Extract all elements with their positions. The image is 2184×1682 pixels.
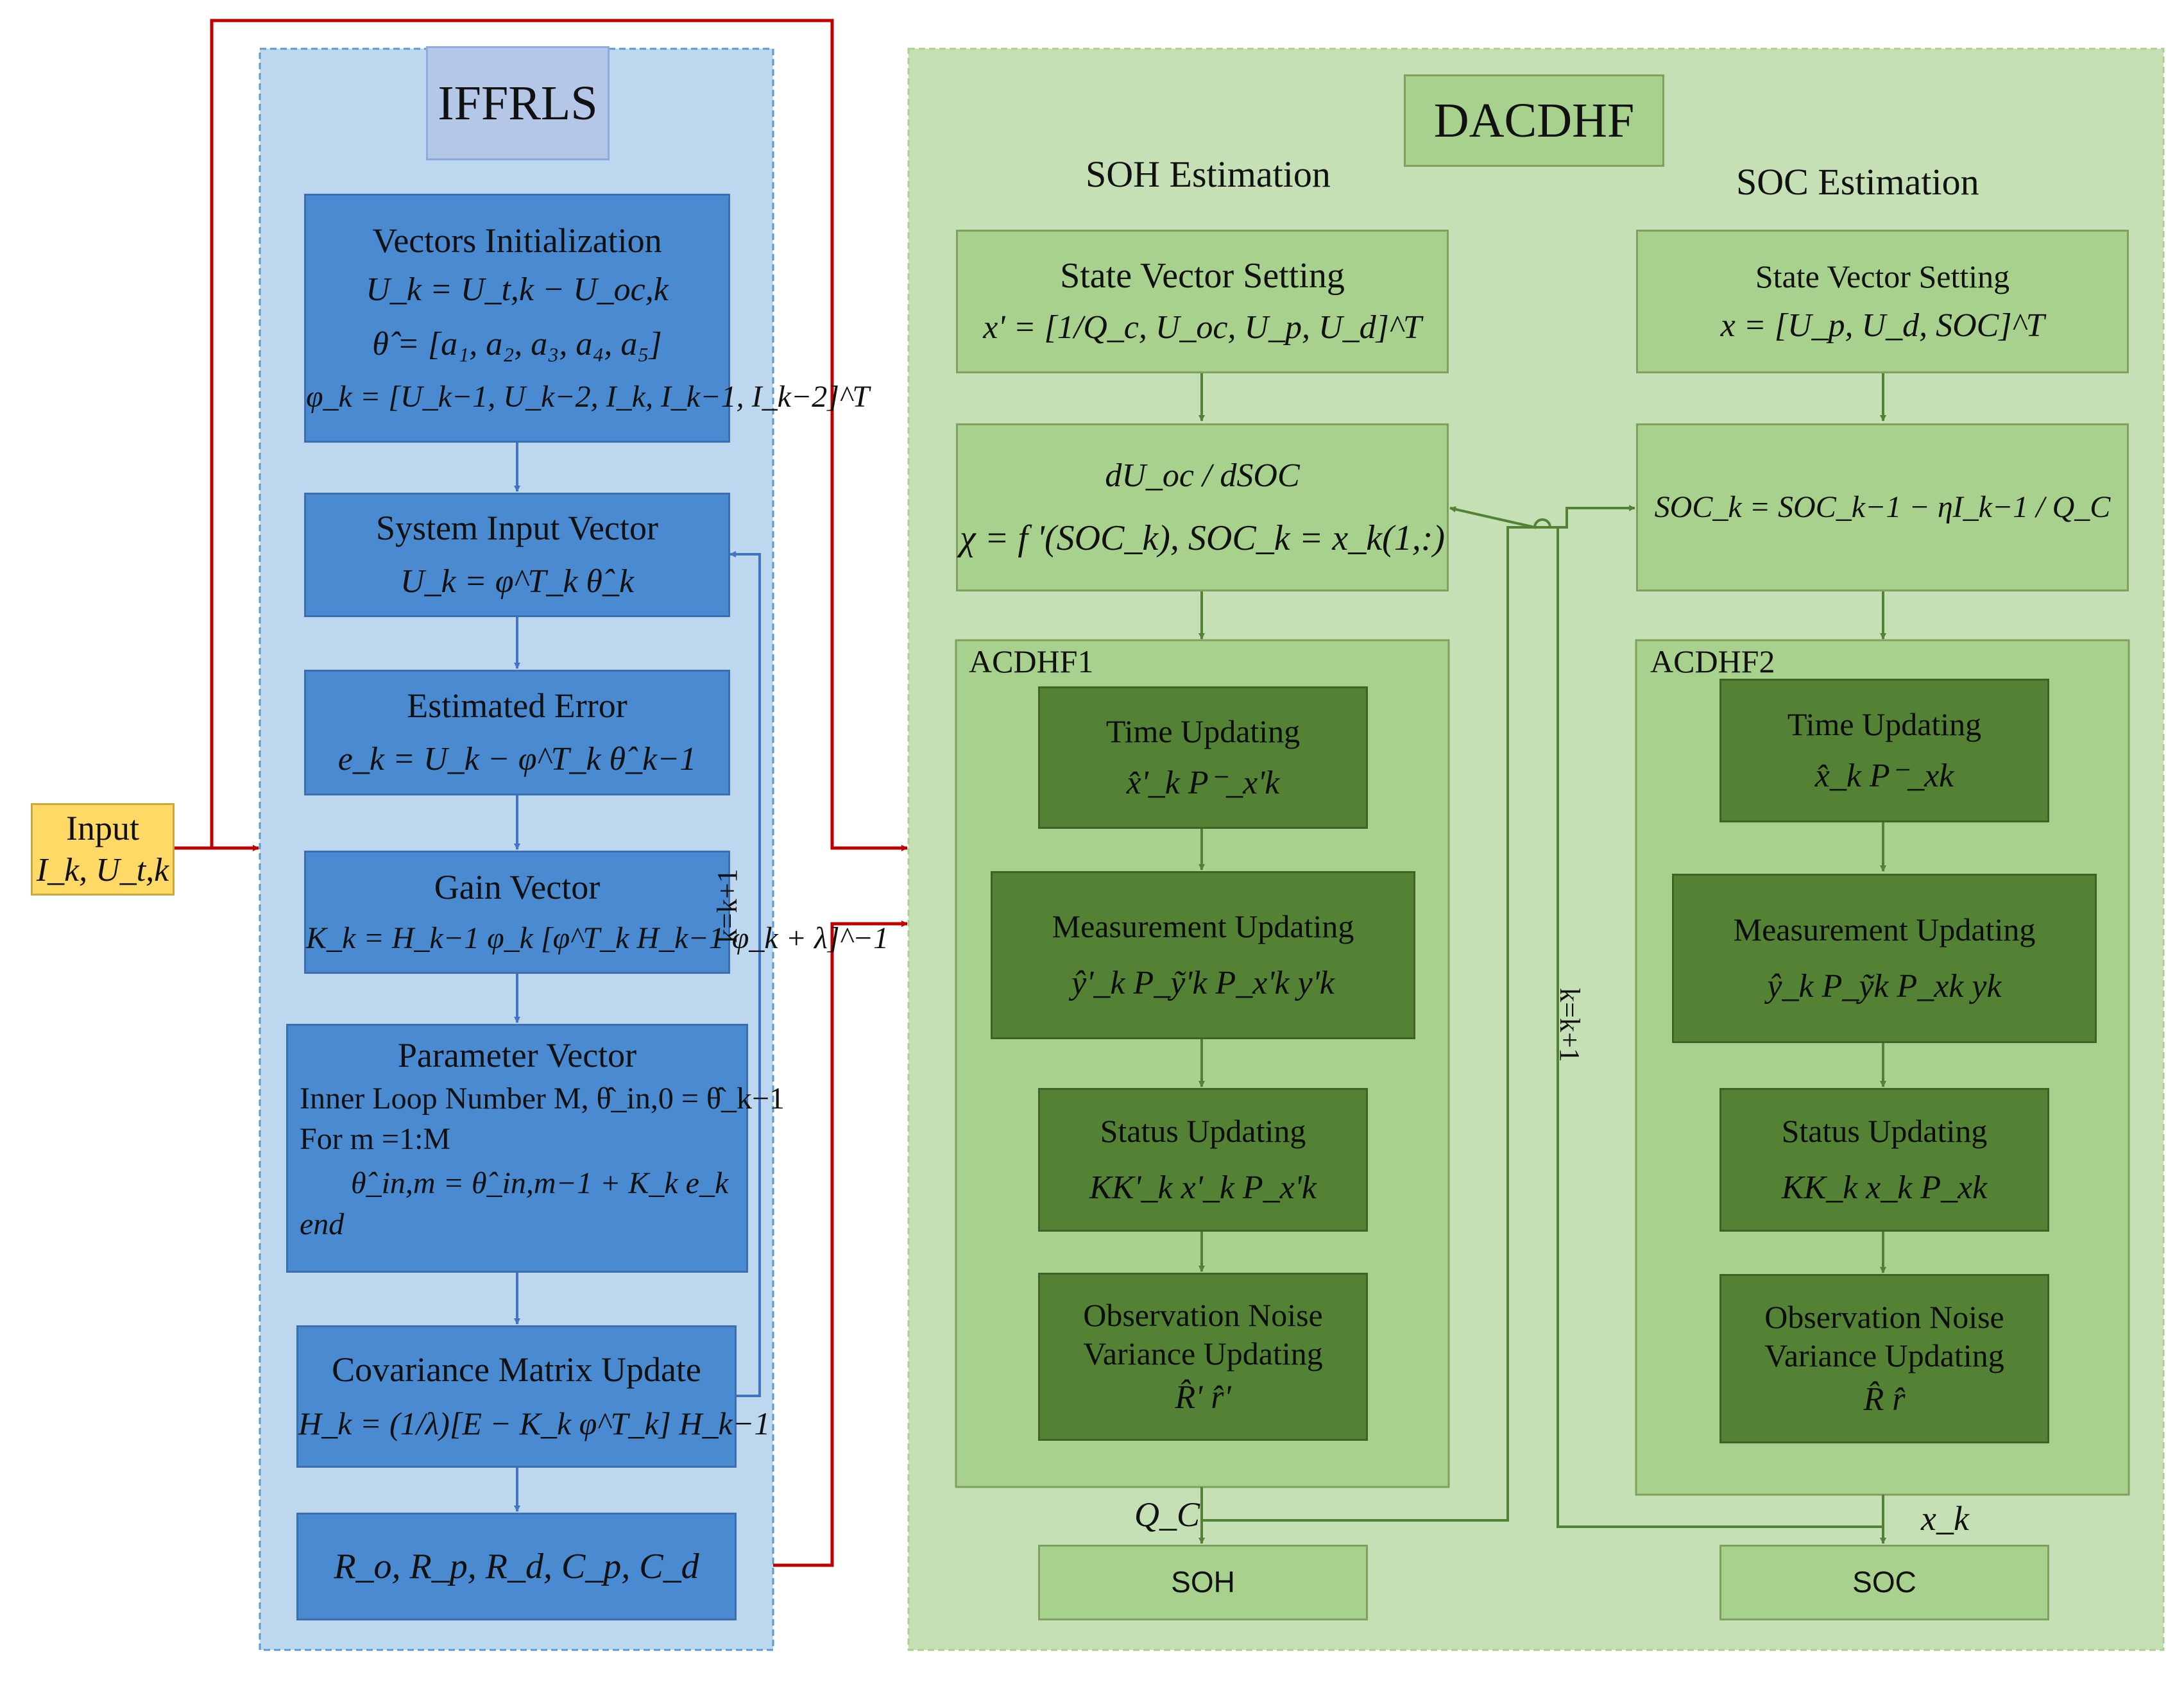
iffrls-loop-label: k=k+1 [712,869,743,943]
soh-meas-title: Measurement Updating [1052,908,1354,944]
vectors-init-title: Vectors Initialization [372,221,662,260]
soc-noise-f1: R̂ r̂ [1863,1380,1906,1418]
soh-status-title: Status Updating [1100,1112,1306,1149]
arrow-params-to-dacdhf [773,921,908,1567]
soh-deriv-f1: dU_oc / dSOC [1105,457,1300,494]
soh-status-box: Status Updating KK'_k x'_k P_x'k [1038,1088,1368,1232]
system-input-title: System Input Vector [376,509,658,548]
soh-deriv-f2: χ = f '(SOC_k), SOC_k = x_k(1,:) [960,518,1445,558]
arrow-input-to-dacdhf [210,19,908,851]
vectors-init-box: Vectors Initialization U_k = U_t,k − U_o… [304,194,869,443]
soh-out-label: Q_C [1134,1495,1200,1534]
input-box: Input I_k, U_t,k [31,803,175,896]
params-output-box: R_o, R_p, R_d, C_p, C_d [296,1513,737,1620]
soh-status-f1: KK'_k x'_k P_x'k [1089,1169,1317,1206]
soh-output-label: SOH [1171,1565,1235,1599]
soh-state-f1: x' = [1/Q_c, U_oc, U_p, U_d]^T [983,309,1422,346]
param-l2: For m =1:M [300,1122,451,1157]
param-l3: θ̂_in,m = θ̂_in,m−1 + K_k e_k [351,1166,729,1200]
soc-heading: SOC Estimation [1736,161,1979,203]
dacdhf-loop-label: k=k+1 [1554,988,1585,1062]
soc-time-box: Time Updating x̂_k P⁻_xk [1719,679,2049,822]
soh-meas-box: Measurement Updating ŷ'_k P_ỹ'k P_x'k y'… [991,871,1415,1039]
soh-state-box: State Vector Setting x' = [1/Q_c, U_oc, … [956,230,1449,373]
soc-meas-f1: ŷ_k P_ỹk P_xk yk [1767,967,2002,1005]
system-input-box: System Input Vector U_k = φ^T_k θ̂_k [304,493,730,617]
soc-status-box: Status Updating KK_k x_k P_xk [1719,1088,2049,1232]
gain-title: Gain Vector [434,867,601,906]
soh-noise-title1: Observation Noise [1083,1296,1323,1333]
soh-output-box: SOH [1038,1545,1368,1620]
soh-noise-f1: R̂' r̂' [1175,1379,1231,1416]
soc-meas-box: Measurement Updating ŷ_k P_ỹk P_xk yk [1672,874,2097,1043]
soc-output-label: SOC [1852,1565,1916,1599]
soc-meas-title: Measurement Updating [1733,911,2036,947]
input-title: Input [66,809,139,848]
gain-f1: K_k = H_k−1 φ_k [φ^T_k H_k−1 φ_k + λ]^−1 [306,921,889,956]
cov-title: Covariance Matrix Update [332,1350,701,1389]
iffrls-title: IFFRLS [426,46,610,160]
soc-socf-box: SOC_k = SOC_k−1 − ηI_k−1 / Q_C [1636,423,2129,591]
gain-box: Gain Vector K_k = H_k−1 φ_k [φ^T_k H_k−1… [304,851,889,974]
soc-time-f1: x̂_k P⁻_xk [1814,757,1954,794]
soc-socf-f1: SOC_k = SOC_k−1 − ηI_k−1 / Q_C [1654,490,2111,524]
vectors-init-f3: φ_k = [U_k−1, U_k−2, I_k, I_k−1, I_k−2]^… [306,380,869,414]
soh-noise-title2: Variance Updating [1083,1335,1323,1372]
soc-out-label: x_k [1921,1499,1969,1538]
soh-state-title: State Vector Setting [1060,255,1345,296]
param-l1: Inner Loop Number M, θ̂_in,0 = θ̂_k−1 [300,1081,785,1116]
soh-meas-f1: ŷ'_k P_ỹ'k P_x'k y'k [1071,964,1335,1001]
soc-state-title: State Vector Setting [1755,258,2010,294]
iffrls-feedback-loop [729,551,761,1397]
soc-noise-title1: Observation Noise [1764,1298,2004,1335]
input-formula: I_k, U_t,k [36,851,169,888]
soc-noise-title2: Variance Updating [1764,1337,2004,1373]
soc-status-title: Status Updating [1781,1112,1988,1149]
param-box: Parameter Vector Inner Loop Number M, θ̂… [286,1024,785,1273]
soh-noise-box: Observation Noise Variance Updating R̂' … [1038,1273,1368,1441]
cov-f1: H_k = (1/λ)[E − K_k φ^T_k] H_k−1 [298,1406,771,1442]
soh-deriv-box: dU_oc / dSOC χ = f '(SOC_k), SOC_k = x_k… [956,423,1449,591]
est-error-f1: e_k = U_k − φ^T_k θ̂_k−1 [337,740,697,777]
params-output-f1: R_o, R_p, R_d, C_p, C_d [334,1547,699,1586]
param-title: Parameter Vector [397,1036,637,1075]
est-error-box: Estimated Error e_k = U_k − φ^T_k θ̂_k−1 [304,670,730,795]
dacdhf-title: DACDHF [1404,74,1664,167]
soh-time-title: Time Updating [1105,713,1301,749]
soc-state-f1: x = [U_p, U_d, SOC]^T [1720,307,2045,344]
vectors-init-f1: U_k = U_t,k − U_oc,k [366,271,669,309]
soc-noise-box: Observation Noise Variance Updating R̂ r… [1719,1274,2049,1443]
soc-status-f1: KK_k x_k P_xk [1781,1169,1988,1206]
soh-time-box: Time Updating x̂'_k P⁻_x'k [1038,686,1368,829]
vectors-init-f2: θ̂ = [a₁, a₂, a₃, a₄, a₅] [372,326,662,363]
acdhf1-title: ACDHF1 [969,643,1094,679]
arrow-qc-to-socf [1202,505,1635,1522]
system-input-f1: U_k = φ^T_k θ̂_k [400,563,635,600]
soc-time-title: Time Updating [1787,706,1982,742]
cov-box: Covariance Matrix Update H_k = (1/λ)[E −… [296,1325,771,1468]
soh-heading: SOH Estimation [1086,153,1331,195]
acdhf2-title: ACDHF2 [1650,643,1775,679]
arrow-xk-to-deriv [1449,506,1883,1528]
soc-output-box: SOC [1719,1545,2049,1620]
param-l4: end [300,1207,345,1241]
soc-state-box: State Vector Setting x = [U_p, U_d, SOC]… [1636,230,2129,373]
soh-time-f1: x̂'_k P⁻_x'k [1126,764,1280,801]
est-error-title: Estimated Error [407,686,627,726]
